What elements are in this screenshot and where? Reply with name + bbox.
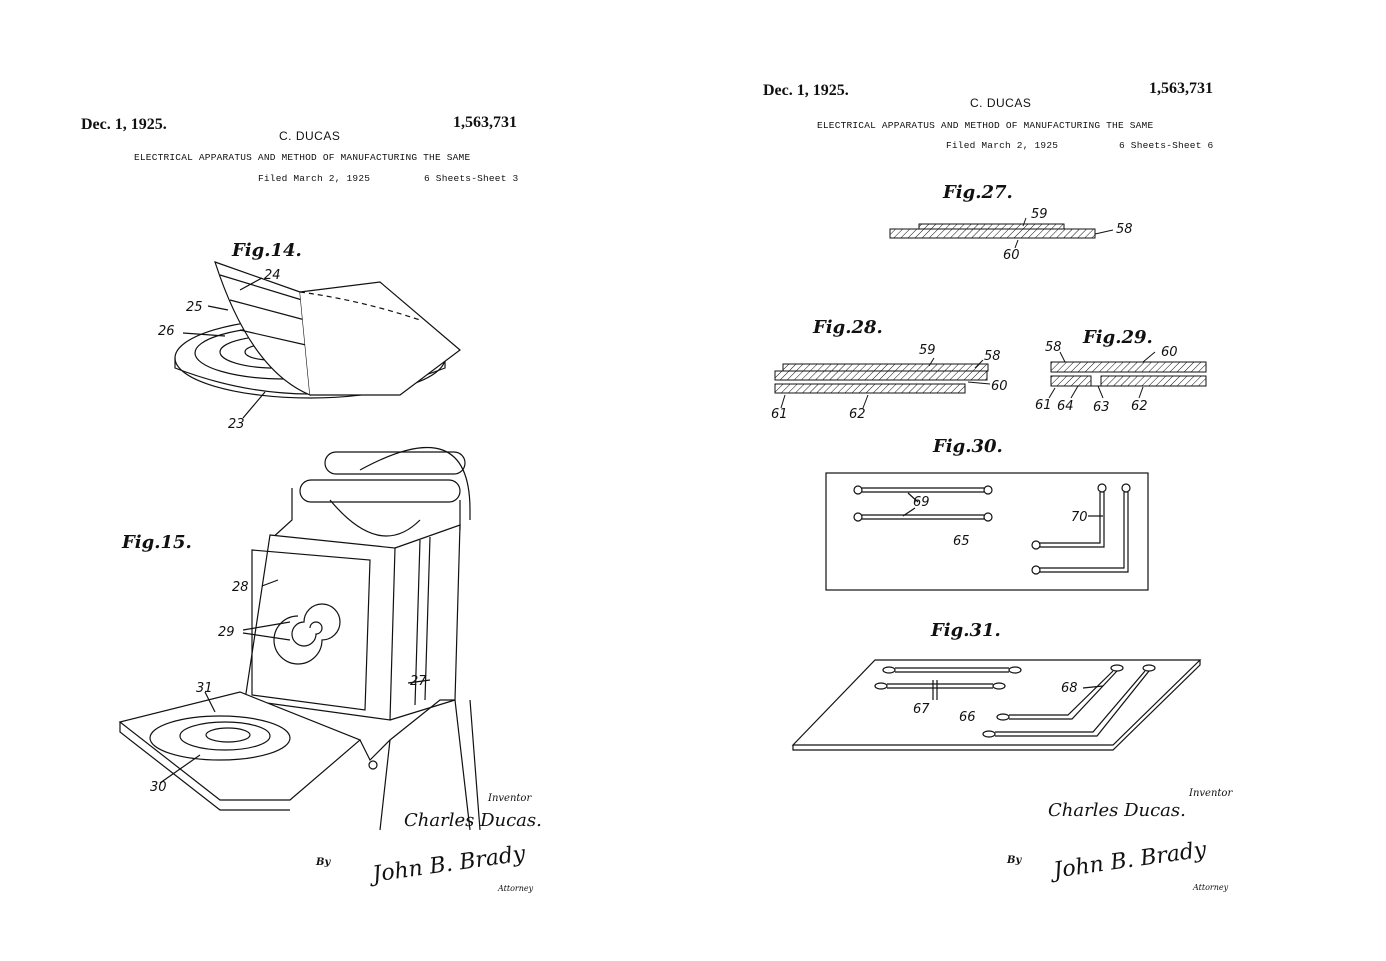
fig28-drawing — [774, 357, 991, 409]
by-label: By — [316, 857, 331, 868]
attorney-caption: Attorney — [498, 884, 534, 893]
fig27-drawing — [889, 217, 1114, 249]
label-62: 62 — [849, 407, 866, 422]
label-67: 67 — [913, 702, 930, 717]
patent-title: ELECTRICAL APPARATUS AND METHOD OF MANUF… — [817, 120, 1154, 131]
label-30: 30 — [150, 780, 167, 795]
filed-date: Filed March 2, 1925 — [946, 140, 1059, 151]
sheet-count: 6 Sheets-Sheet 3 — [424, 173, 519, 184]
sheet-count: 6 Sheets-Sheet 6 — [1119, 140, 1214, 151]
inventor-name: C. DUCAS — [970, 96, 1032, 110]
inventor-signature: Charles Ducas. — [1048, 800, 1186, 821]
inventor-caption: Inventor — [488, 793, 532, 804]
patent-number: 1,563,731 — [1149, 80, 1213, 97]
label-61c: 61 — [1035, 398, 1052, 413]
label-25: 25 — [186, 300, 203, 315]
fig31-drawing — [791, 659, 1202, 751]
attorney-caption: Attorney — [1193, 883, 1229, 892]
inventor-signature: Charles Ducas. — [404, 810, 542, 831]
fig15-drawing — [118, 446, 481, 831]
fig30-drawing — [825, 472, 1149, 591]
label-65: 65 — [953, 534, 970, 549]
label-60: 60 — [1003, 248, 1020, 263]
label-69: 69 — [913, 495, 930, 510]
sheet-date: Dec. 1, 1925. — [763, 82, 849, 99]
figure-label-30: Fig.30. — [932, 436, 1003, 457]
patent-sheet-left: Dec. 1, 1925. C. DUCAS 1,563,731 ELECTRI… — [81, 114, 542, 893]
inventor-name: C. DUCAS — [279, 129, 341, 143]
patent-title: ELECTRICAL APPARATUS AND METHOD OF MANUF… — [134, 152, 471, 163]
inventor-caption: Inventor — [1189, 788, 1233, 799]
figure-label-15: Fig.15. — [121, 532, 192, 553]
figure-label-28: Fig.28. — [812, 317, 883, 338]
label-59b: 59 — [919, 343, 936, 358]
drawing-right: Fig.27. 59 58 60 Fig.28. 59 58 60 61 62 — [771, 182, 1207, 751]
label-26: 26 — [158, 324, 175, 339]
label-59: 59 — [1031, 207, 1048, 222]
label-64: 64 — [1057, 399, 1074, 414]
label-29: 29 — [218, 625, 235, 640]
label-60c: 60 — [1161, 345, 1178, 360]
sheet-date: Dec. 1, 1925. — [81, 116, 167, 133]
label-66: 66 — [959, 710, 976, 725]
figure-label-31: Fig.31. — [930, 620, 1001, 641]
label-60b: 60 — [991, 379, 1008, 394]
drawing-left: Fig.14. 24 25 26 23 Fig.15. — [118, 240, 481, 831]
label-27: 27 — [410, 674, 427, 689]
figure-label-27: Fig.27. — [942, 182, 1013, 203]
label-31: 31 — [196, 681, 213, 696]
label-68: 68 — [1061, 681, 1078, 696]
by-label: By — [1007, 855, 1022, 866]
figure-label-14: Fig.14. — [231, 240, 302, 261]
label-28: 28 — [232, 580, 249, 595]
fig14-drawing — [174, 261, 461, 419]
fig29-drawing — [1048, 351, 1207, 399]
label-23: 23 — [228, 417, 245, 432]
patent-number: 1,563,731 — [453, 114, 517, 131]
filed-date: Filed March 2, 1925 — [258, 173, 371, 184]
label-58: 58 — [1116, 222, 1133, 237]
label-70: 70 — [1071, 510, 1088, 525]
figure-label-29: Fig.29. — [1082, 327, 1153, 348]
label-61: 61 — [771, 407, 788, 422]
label-58c: 58 — [1045, 340, 1062, 355]
label-63: 63 — [1093, 400, 1110, 415]
label-58b: 58 — [984, 349, 1001, 364]
patent-sheet-right: Dec. 1, 1925. C. DUCAS 1,563,731 ELECTRI… — [693, 0, 1386, 961]
label-62c: 62 — [1131, 399, 1148, 414]
label-24: 24 — [264, 268, 281, 283]
